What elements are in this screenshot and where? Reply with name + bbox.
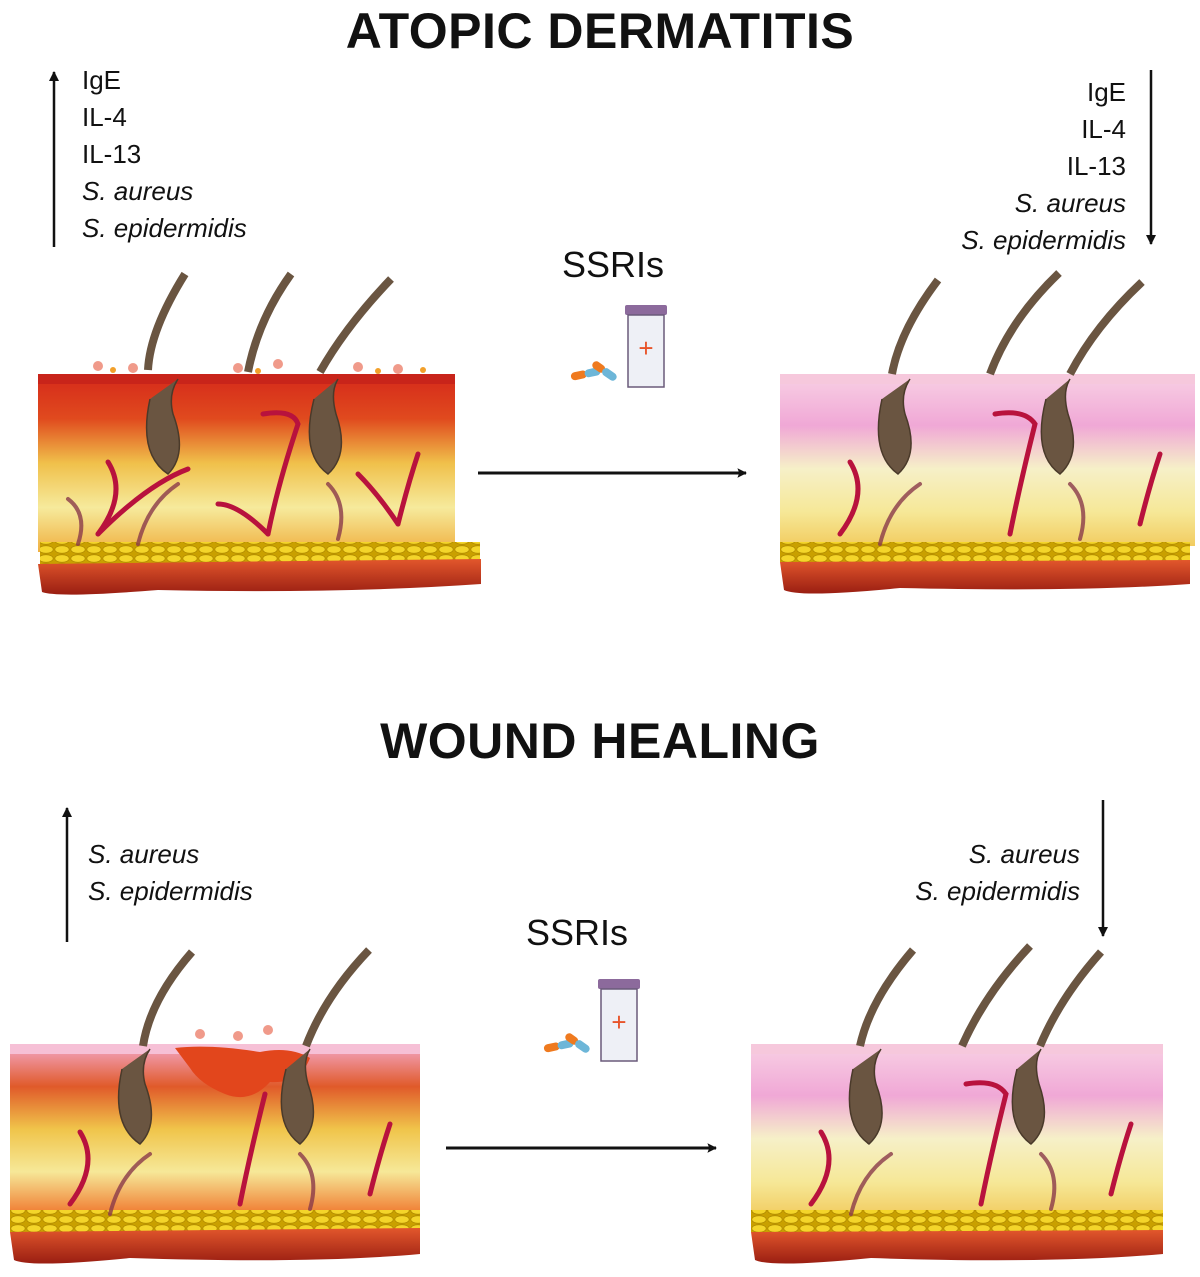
skin-illustration-healed <box>751 1044 1163 1264</box>
marker-item: S. epidermidis <box>88 873 253 910</box>
treatment-label-atopic: SSRIs <box>562 244 664 286</box>
marker-item: S. epidermidis <box>82 210 247 247</box>
marker-item: IL-4 <box>82 99 247 136</box>
marker-item: S. aureus <box>820 836 1080 873</box>
skin-illustration-healthy <box>780 374 1195 594</box>
marker-item: IgE <box>82 62 247 99</box>
pill-bottle-icon: + <box>543 979 640 1061</box>
treatment-label-wound: SSRIs <box>526 912 628 954</box>
marker-item: S. aureus <box>82 173 247 210</box>
marker-item: IL-13 <box>860 148 1126 185</box>
svg-text:+: + <box>638 333 653 363</box>
marker-item: IgE <box>860 74 1126 111</box>
skin-illustration-wound <box>10 1025 420 1264</box>
marker-item: S. aureus <box>88 836 253 873</box>
marker-item: IL-13 <box>82 136 247 173</box>
marker-item: S. epidermidis <box>820 873 1080 910</box>
marker-item: S. aureus <box>860 185 1126 222</box>
marker-item: IL-4 <box>860 111 1126 148</box>
skin-illustration-inflamed <box>38 359 481 595</box>
svg-text:+: + <box>611 1007 626 1037</box>
pill-bottle-icon: + <box>570 305 667 387</box>
marker-item: S. epidermidis <box>860 222 1126 259</box>
